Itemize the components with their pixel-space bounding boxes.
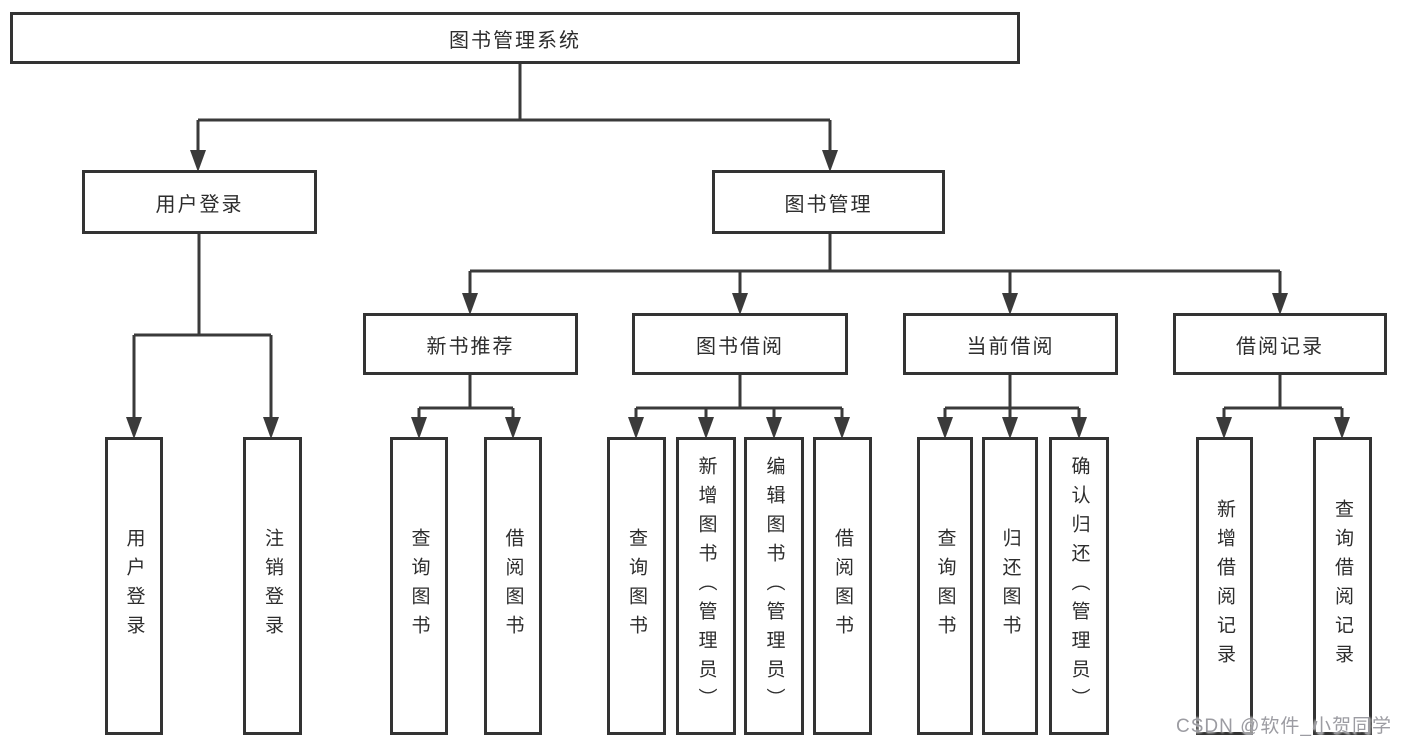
connector-current-borrow-children bbox=[943, 375, 1081, 419]
arrowhead bbox=[628, 417, 644, 439]
node-label: 新增借阅记录 bbox=[1214, 499, 1235, 673]
arrowhead bbox=[1071, 417, 1087, 439]
node-label: 图书管理 bbox=[784, 193, 873, 216]
node-label: 用户登录 bbox=[155, 193, 244, 216]
connector-book-borrow-children bbox=[634, 375, 844, 419]
connector-borrow-records-children bbox=[1222, 375, 1344, 419]
node-leaf-edit-book-admin: 编辑图书（管理员） bbox=[744, 437, 804, 735]
node-label: 新书推荐 bbox=[426, 335, 515, 358]
node-label: 查询图书 bbox=[408, 528, 430, 644]
node-user-login: 用户登录 bbox=[82, 170, 317, 234]
connector-book-mgmt-children bbox=[468, 234, 1282, 294]
arrowhead bbox=[1216, 417, 1232, 439]
node-new-book-recommend: 新书推荐 bbox=[363, 313, 578, 375]
node-label: 新增图书（管理员） bbox=[695, 455, 717, 717]
node-label: 查询图书 bbox=[626, 528, 647, 644]
node-leaf-logout: 注销登录 bbox=[243, 437, 302, 735]
node-label: 确认归还（管理员） bbox=[1068, 455, 1090, 717]
node-leaf-query-books-2: 查询图书 bbox=[607, 437, 666, 735]
node-label: 借阅图书 bbox=[502, 528, 524, 644]
arrowhead bbox=[1272, 293, 1288, 315]
node-label: 当前借阅 bbox=[966, 335, 1055, 358]
arrowhead bbox=[698, 417, 714, 439]
node-label: 图书管理系统 bbox=[449, 29, 581, 52]
arrowhead bbox=[822, 150, 838, 172]
node-leaf-confirm-return-admin: 确认归还（管理员） bbox=[1049, 437, 1109, 735]
node-leaf-add-book-admin: 新增图书（管理员） bbox=[676, 437, 736, 735]
node-book-management: 图书管理 bbox=[712, 170, 945, 234]
node-leaf-return-book: 归还图书 bbox=[982, 437, 1038, 735]
node-leaf-borrow-books-1: 借阅图书 bbox=[484, 437, 542, 735]
node-leaf-query-books-3: 查询图书 bbox=[917, 437, 973, 735]
node-label: 查询图书 bbox=[934, 528, 956, 644]
arrowhead bbox=[190, 150, 206, 172]
node-leaf-query-borrow-record: 查询借阅记录 bbox=[1313, 437, 1372, 735]
node-leaf-borrow-books-2: 借阅图书 bbox=[813, 437, 872, 735]
node-book-borrow: 图书借阅 bbox=[632, 313, 848, 375]
node-label: 查询借阅记录 bbox=[1332, 499, 1353, 673]
node-current-borrow: 当前借阅 bbox=[903, 313, 1118, 375]
node-leaf-add-borrow-record: 新增借阅记录 bbox=[1196, 437, 1253, 735]
arrowhead bbox=[411, 417, 427, 439]
arrowhead bbox=[126, 417, 142, 439]
connector-user-login-children bbox=[132, 234, 273, 417]
node-label: 用户登录 bbox=[123, 528, 145, 644]
node-label: 注销登录 bbox=[262, 528, 283, 644]
node-borrow-records: 借阅记录 bbox=[1173, 313, 1387, 375]
node-leaf-query-books-1: 查询图书 bbox=[390, 437, 448, 735]
arrowhead bbox=[732, 293, 748, 315]
arrowhead bbox=[937, 417, 953, 439]
arrowhead bbox=[1334, 417, 1350, 439]
node-root: 图书管理系统 bbox=[10, 12, 1020, 64]
arrowhead bbox=[766, 417, 782, 439]
connector-root-to-level2 bbox=[196, 64, 832, 151]
node-leaf-user-login: 用户登录 bbox=[105, 437, 163, 735]
arrowhead bbox=[263, 417, 279, 439]
arrowhead bbox=[505, 417, 521, 439]
arrowhead bbox=[1002, 293, 1018, 315]
arrowhead bbox=[1002, 417, 1018, 439]
connector-new-book-children bbox=[417, 375, 515, 419]
node-label: 图书借阅 bbox=[696, 335, 784, 358]
node-label: 借阅记录 bbox=[1236, 335, 1324, 358]
node-label: 借阅图书 bbox=[832, 528, 853, 644]
node-label: 归还图书 bbox=[999, 528, 1021, 644]
node-label: 编辑图书（管理员） bbox=[763, 455, 785, 717]
arrowhead bbox=[834, 417, 850, 439]
csdn-watermark: CSDN @软件_小贺同学 bbox=[1176, 716, 1392, 737]
arrowhead bbox=[462, 293, 478, 315]
